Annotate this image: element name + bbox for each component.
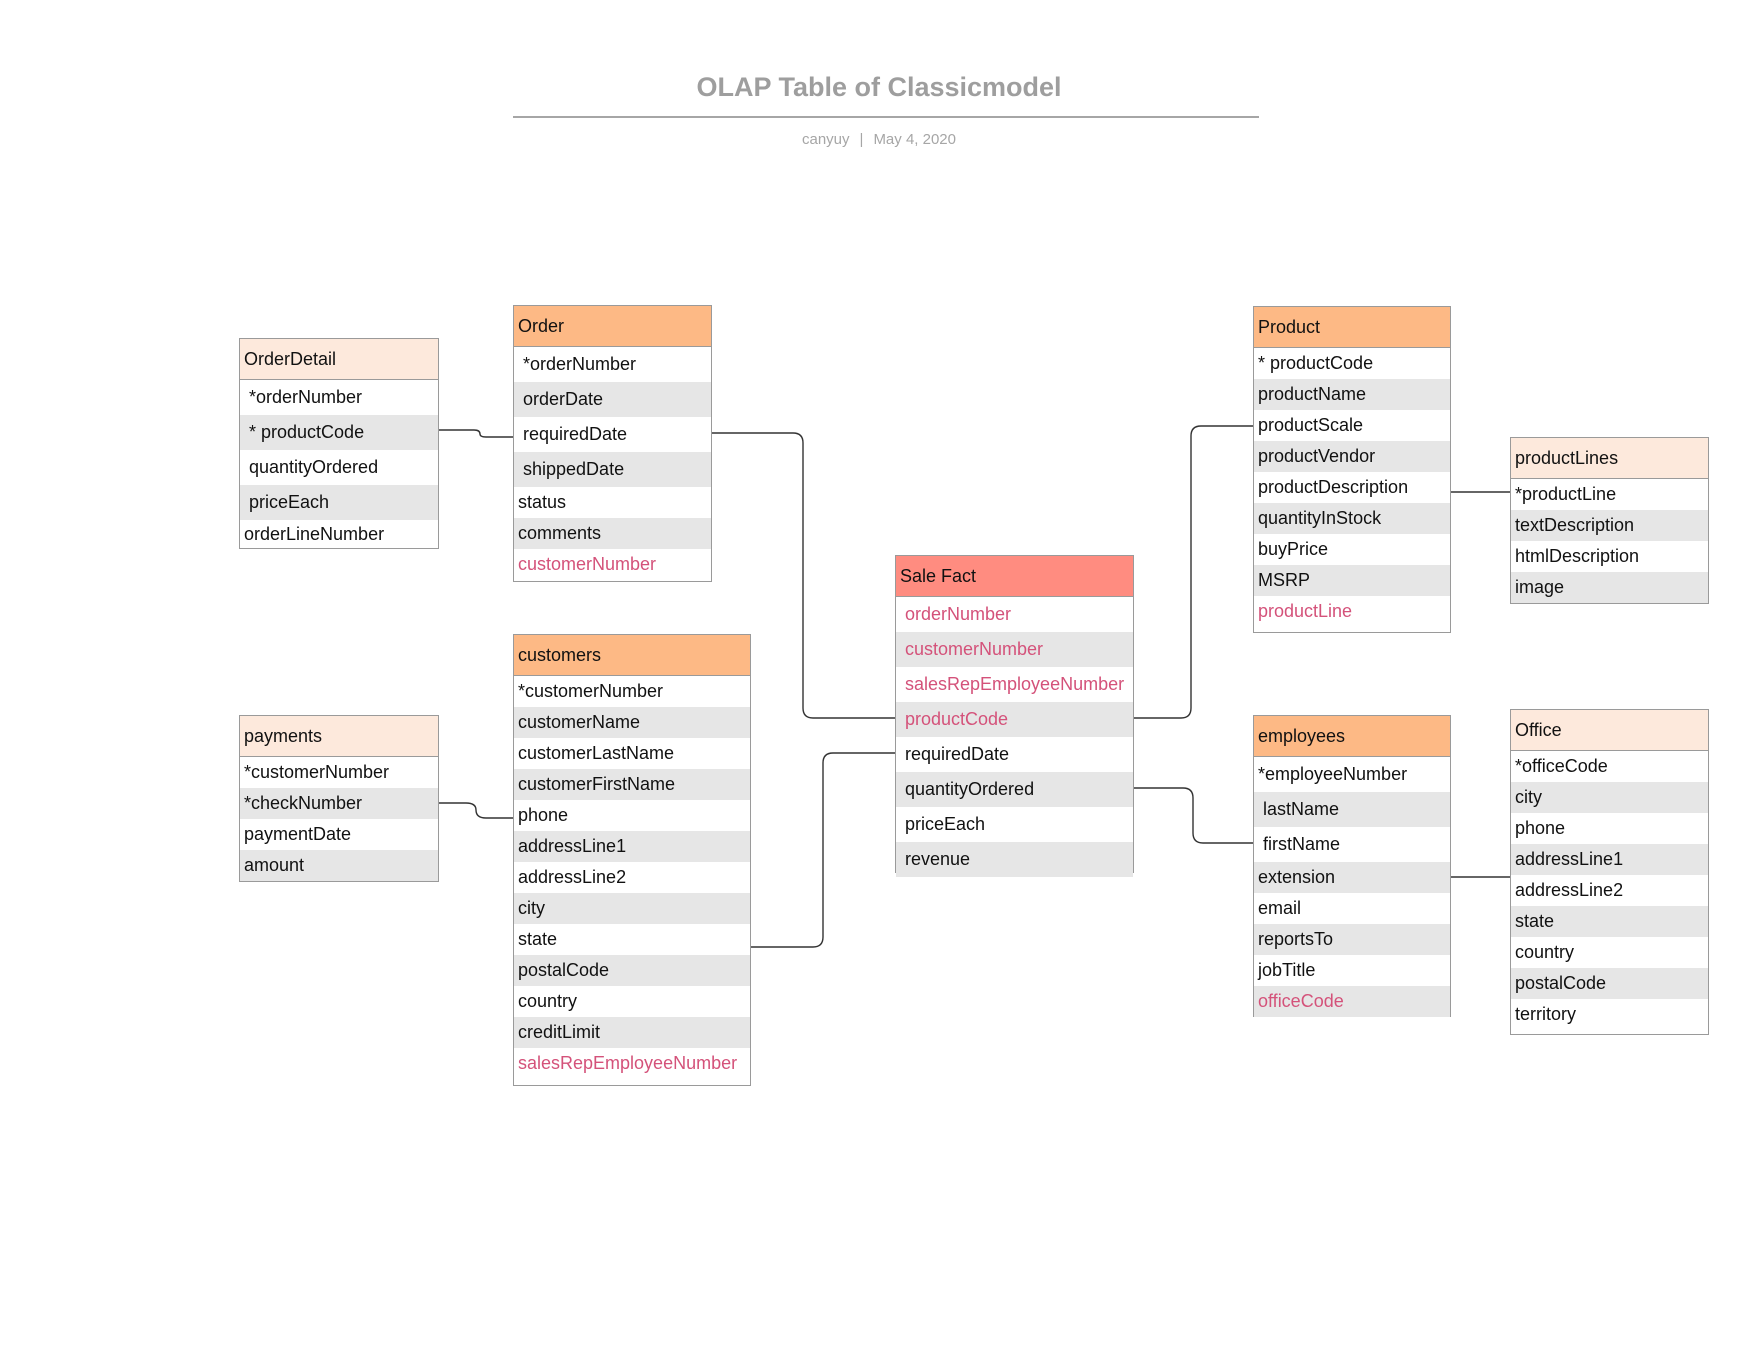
document-date: May 4, 2020 [873,131,956,148]
connector-product-salefact[interactable] [1134,425,1253,719]
field-customername[interactable]: customerName [514,707,750,738]
field-officecode[interactable]: officeCode [1254,986,1450,1017]
field-customerlastname[interactable]: customerLastName [518,743,675,763]
field-country[interactable]: country [518,991,578,1011]
field-jobtitle[interactable]: jobTitle [1258,960,1316,980]
field-state[interactable]: state [1511,906,1708,937]
field-salesrepemployeenumber[interactable]: salesRepEmployeeNumber [518,1053,738,1073]
field-reportsto[interactable]: reportsTo [1254,924,1450,955]
field-shippeddate[interactable]: shippedDate [514,452,711,487]
field-addressline1[interactable]: addressLine1 [1511,844,1708,875]
field-addressline2[interactable]: addressLine2 [518,867,627,887]
field-htmldescription[interactable]: htmlDescription [1515,546,1640,566]
field-country[interactable]: country [1515,942,1575,962]
table-order-header[interactable]: Order [514,306,711,347]
field-creditlimit[interactable]: creditLimit [514,1017,750,1048]
field-salesrepemployeenumber[interactable]: salesRepEmployeeNumber [905,674,1125,694]
table-employees[interactable]: employees *employeeNumber lastName first… [1253,715,1451,1017]
field-status[interactable]: status [518,492,567,512]
table-payments[interactable]: payments *customerNumber *checkNumber pa… [239,715,439,882]
field-productcode[interactable]: productCode [896,702,1133,737]
field-city[interactable]: city [514,893,750,924]
table-office[interactable]: Office *officeCode city phone addressLin… [1510,709,1709,1035]
field-requireddate[interactable]: requiredDate [905,744,1010,764]
field-lastname[interactable]: lastName [1254,792,1450,827]
field-postalcode[interactable]: postalCode [1511,968,1708,999]
meta-separator: | [859,131,864,148]
table-office-header[interactable]: Office [1511,710,1708,751]
field-quantityinstock[interactable]: quantityInStock [1254,503,1450,534]
field-postalcode[interactable]: postalCode [514,955,750,986]
field-quantityordered[interactable]: quantityOrdered [249,457,379,477]
field-phone[interactable]: phone [518,805,569,825]
field-buyprice[interactable]: buyPrice [1258,539,1329,559]
field-firstname[interactable]: firstName [1263,834,1341,854]
diagram-title: OLAP Table of Classicmodel [696,72,1062,102]
field-ordernumber[interactable]: *orderNumber [249,387,363,407]
field-officecode[interactable]: *officeCode [1515,756,1608,776]
table-productlines[interactable]: productLines *productLine textDescriptio… [1510,437,1709,604]
field-checknumber[interactable]: *checkNumber [240,788,438,819]
field-city[interactable]: city [1511,782,1708,813]
field-textdescription[interactable]: textDescription [1511,510,1708,541]
field-productline[interactable]: *productLine [1515,484,1617,504]
field-productname[interactable]: productName [1254,379,1450,410]
field-phone[interactable]: phone [1515,818,1566,838]
field-orderdate[interactable]: orderDate [514,382,711,417]
field-customernumber[interactable]: customerNumber [896,632,1133,667]
field-ordernumber[interactable]: *orderNumber [523,354,637,374]
field-quantityordered[interactable]: quantityOrdered [896,772,1133,807]
connector-order-salefact[interactable] [712,432,895,719]
connector-payments-customers[interactable] [439,802,513,819]
table-employees-header[interactable]: employees [1254,716,1450,757]
diagram-meta: canyuy | May 4, 2020 [0,131,1758,148]
table-product-header[interactable]: Product [1254,307,1450,348]
field-priceeach[interactable]: priceEach [240,485,438,520]
field-territory[interactable]: territory [1515,1004,1577,1024]
field-productscale[interactable]: productScale [1258,415,1364,435]
field-productcode[interactable]: * productCode [1258,353,1374,373]
field-productline[interactable]: productLine [1258,601,1353,621]
field-state[interactable]: state [518,929,558,949]
field-addressline2[interactable]: addressLine2 [1515,880,1624,900]
field-customernumber[interactable]: *customerNumber [518,681,664,701]
field-productcode[interactable]: * productCode [240,415,438,450]
field-customernumber[interactable]: *customerNumber [244,762,390,782]
field-paymentdate[interactable]: paymentDate [244,824,352,844]
field-priceeach[interactable]: priceEach [905,814,986,834]
field-amount[interactable]: amount [240,850,438,881]
field-addressline1[interactable]: addressLine1 [514,831,750,862]
table-customers-header[interactable]: customers [514,635,750,676]
table-productlines-header[interactable]: productLines [1511,438,1708,479]
table-order[interactable]: Order *orderNumber orderDate requiredDat… [513,305,712,582]
field-productvendor[interactable]: productVendor [1254,441,1450,472]
field-orderlinenumber[interactable]: orderLineNumber [244,524,385,544]
field-extension[interactable]: extension [1254,862,1450,893]
connector-orderdetail-order[interactable] [439,429,513,438]
field-ordernumber[interactable]: orderNumber [905,604,1012,624]
author-name: canyuy [802,131,850,148]
connector-customers-salefact[interactable] [751,752,895,948]
table-salefact-header[interactable]: Sale Fact [896,556,1133,597]
field-requireddate[interactable]: requiredDate [523,424,628,444]
field-email[interactable]: email [1258,898,1302,918]
field-employeenumber[interactable]: *employeeNumber [1258,764,1408,784]
connector-salefact-employees[interactable] [1134,787,1253,844]
field-productdescription[interactable]: productDescription [1258,477,1409,497]
table-payments-header[interactable]: payments [240,716,438,757]
field-revenue[interactable]: revenue [896,842,1133,877]
table-orderdetail-header[interactable]: OrderDetail [240,339,438,380]
field-customerfirstname[interactable]: customerFirstName [514,769,750,800]
table-salefact[interactable]: Sale Fact orderNumber customerNumber sal… [895,555,1134,877]
field-comments[interactable]: comments [514,518,711,549]
field-customernumber[interactable]: customerNumber [518,554,657,574]
title-divider [513,116,1259,118]
table-customers[interactable]: customers *customerNumber customerName c… [513,634,751,1086]
table-product[interactable]: Product * productCode productName produc… [1253,306,1451,633]
field-msrp[interactable]: MSRP [1254,565,1450,596]
field-image[interactable]: image [1511,572,1708,603]
table-orderdetail[interactable]: OrderDetail *orderNumber * productCode q… [239,338,439,549]
